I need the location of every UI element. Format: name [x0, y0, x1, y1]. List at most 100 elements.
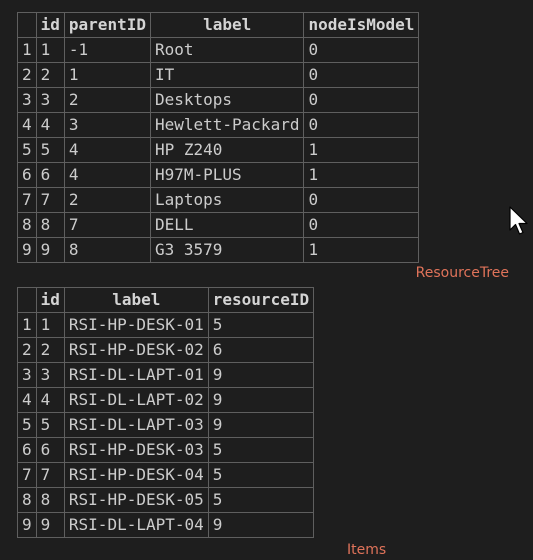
cell-parentid[interactable]: 7: [63, 212, 151, 238]
cell-resourceid[interactable]: 6: [207, 337, 315, 363]
row-number-cell[interactable]: 7: [17, 462, 37, 488]
cell-label[interactable]: RSI-DL-LAPT-01: [63, 362, 209, 388]
row-number-cell[interactable]: 5: [17, 412, 37, 438]
cell-parentid[interactable]: 3: [63, 112, 151, 138]
cell-label[interactable]: RSI-DL-LAPT-02: [63, 387, 209, 413]
cell-label[interactable]: G3 3579: [149, 237, 305, 263]
column-header-label[interactable]: label: [63, 287, 209, 313]
cell-id[interactable]: 2: [35, 62, 65, 88]
row-number-cell[interactable]: 6: [17, 162, 37, 188]
cell-label[interactable]: H97M-PLUS: [149, 162, 305, 188]
cell-nodeismodel[interactable]: 0: [303, 187, 420, 213]
row-number-cell[interactable]: 9: [17, 512, 37, 538]
cell-resourceid[interactable]: 9: [207, 387, 315, 413]
cell-resourceid[interactable]: 5: [207, 312, 315, 338]
row-number-cell[interactable]: 2: [17, 62, 37, 88]
cell-nodeismodel[interactable]: 0: [303, 62, 420, 88]
cell-resourceid[interactable]: 9: [207, 362, 315, 388]
cell-label[interactable]: RSI-HP-DESK-05: [63, 487, 209, 513]
cell-resourceid[interactable]: 5: [207, 462, 315, 488]
cell-nodeismodel[interactable]: 0: [303, 212, 420, 238]
cell-id[interactable]: 4: [35, 112, 65, 138]
cell-label[interactable]: Hewlett-Packard: [149, 112, 305, 138]
cell-nodeismodel[interactable]: 0: [303, 87, 420, 113]
row-number-cell[interactable]: 1: [17, 37, 37, 63]
cell-id[interactable]: 5: [35, 412, 65, 438]
row-number-cell[interactable]: 8: [17, 212, 37, 238]
cell-label[interactable]: Desktops: [149, 87, 305, 113]
cell-label[interactable]: Root: [149, 37, 305, 63]
cell-id[interactable]: 8: [35, 212, 65, 238]
column-header-id[interactable]: id: [35, 12, 65, 38]
row-number-cell[interactable]: 9: [17, 237, 37, 263]
cell-label[interactable]: RSI-DL-LAPT-03: [63, 412, 209, 438]
cell-label[interactable]: HP Z240: [149, 137, 305, 163]
cell-id[interactable]: 9: [35, 237, 65, 263]
cell-label[interactable]: IT: [149, 62, 305, 88]
cell-label[interactable]: RSI-DL-LAPT-04: [63, 512, 209, 538]
row-number-cell[interactable]: 3: [17, 362, 37, 388]
column-header-nodeismodel[interactable]: nodeIsModel: [303, 12, 420, 38]
cell-resourceid[interactable]: 9: [207, 412, 315, 438]
cell-id[interactable]: 7: [35, 187, 65, 213]
cell-label[interactable]: DELL: [149, 212, 305, 238]
cell-nodeismodel[interactable]: 1: [303, 137, 420, 163]
cell-id[interactable]: 6: [35, 162, 65, 188]
cell-resourceid[interactable]: 9: [207, 512, 315, 538]
cell-resourceid[interactable]: 5: [207, 437, 315, 463]
cell-nodeismodel[interactable]: 0: [303, 112, 420, 138]
cell-label[interactable]: RSI-HP-DESK-04: [63, 462, 209, 488]
cell-label[interactable]: RSI-HP-DESK-01: [63, 312, 209, 338]
cell-nodeismodel[interactable]: 1: [303, 162, 420, 188]
cell-id[interactable]: 4: [35, 387, 65, 413]
cell-parentid[interactable]: 8: [63, 237, 151, 263]
row-number-cell[interactable]: 8: [17, 487, 37, 513]
cell-parentid[interactable]: 2: [63, 87, 151, 113]
cell-parentid[interactable]: -1: [63, 37, 151, 63]
cell-nodeismodel[interactable]: 1: [303, 237, 420, 263]
cell-id[interactable]: 3: [35, 87, 65, 113]
cell-parentid[interactable]: 4: [63, 162, 151, 188]
cell-label[interactable]: Laptops: [149, 187, 305, 213]
row-number-cell[interactable]: 1: [17, 312, 37, 338]
row-number-cell[interactable]: 5: [17, 137, 37, 163]
row-number-cell[interactable]: 7: [17, 187, 37, 213]
cell-id[interactable]: 9: [35, 512, 65, 538]
cell-id[interactable]: 1: [35, 312, 65, 338]
cell-id[interactable]: 2: [35, 337, 65, 363]
cell-id[interactable]: 8: [35, 487, 65, 513]
cell-id[interactable]: 5: [35, 137, 65, 163]
row-number-cell[interactable]: 3: [17, 87, 37, 113]
column-header-label[interactable]: label: [149, 12, 305, 38]
column-header-id[interactable]: id: [35, 287, 65, 313]
cell-parentid[interactable]: 4: [63, 137, 151, 163]
cell-parentid[interactable]: 1: [63, 62, 151, 88]
cell-id[interactable]: 1: [35, 37, 65, 63]
cell-nodeismodel[interactable]: 0: [303, 37, 420, 63]
row-number-header[interactable]: [17, 287, 37, 313]
cell-label[interactable]: RSI-HP-DESK-03: [63, 437, 209, 463]
row-number-cell[interactable]: 4: [17, 387, 37, 413]
cell-label[interactable]: RSI-HP-DESK-02: [63, 337, 209, 363]
cell-parentid[interactable]: 2: [63, 187, 151, 213]
row-number-cell[interactable]: 6: [17, 437, 37, 463]
cell-resourceid[interactable]: 5: [207, 487, 315, 513]
row-number-header[interactable]: [17, 12, 37, 38]
